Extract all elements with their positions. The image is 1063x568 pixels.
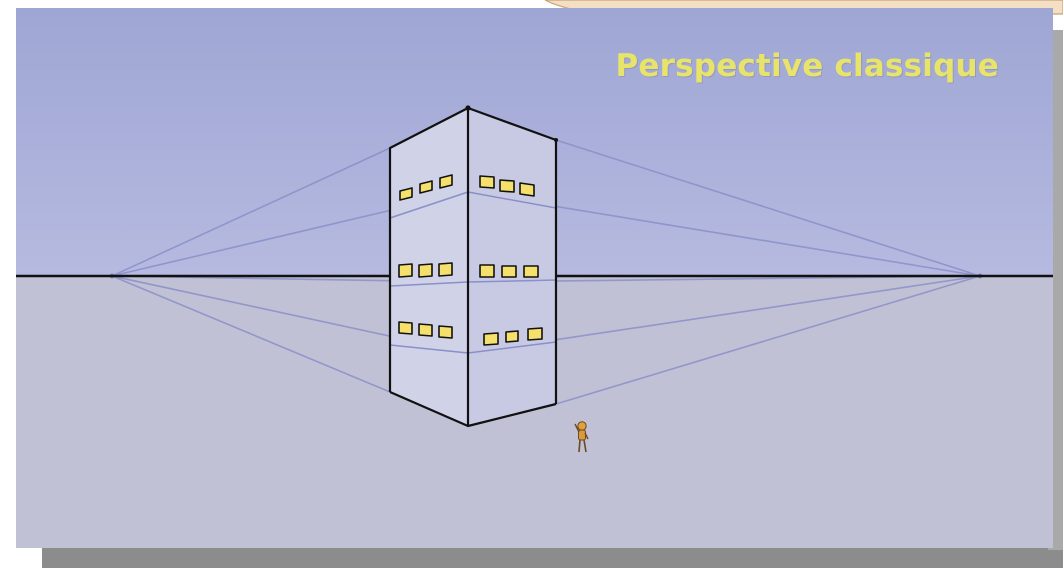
slide-title: Perspective classique [615,48,999,84]
person-figure [574,421,589,453]
building-windows [398,174,543,346]
